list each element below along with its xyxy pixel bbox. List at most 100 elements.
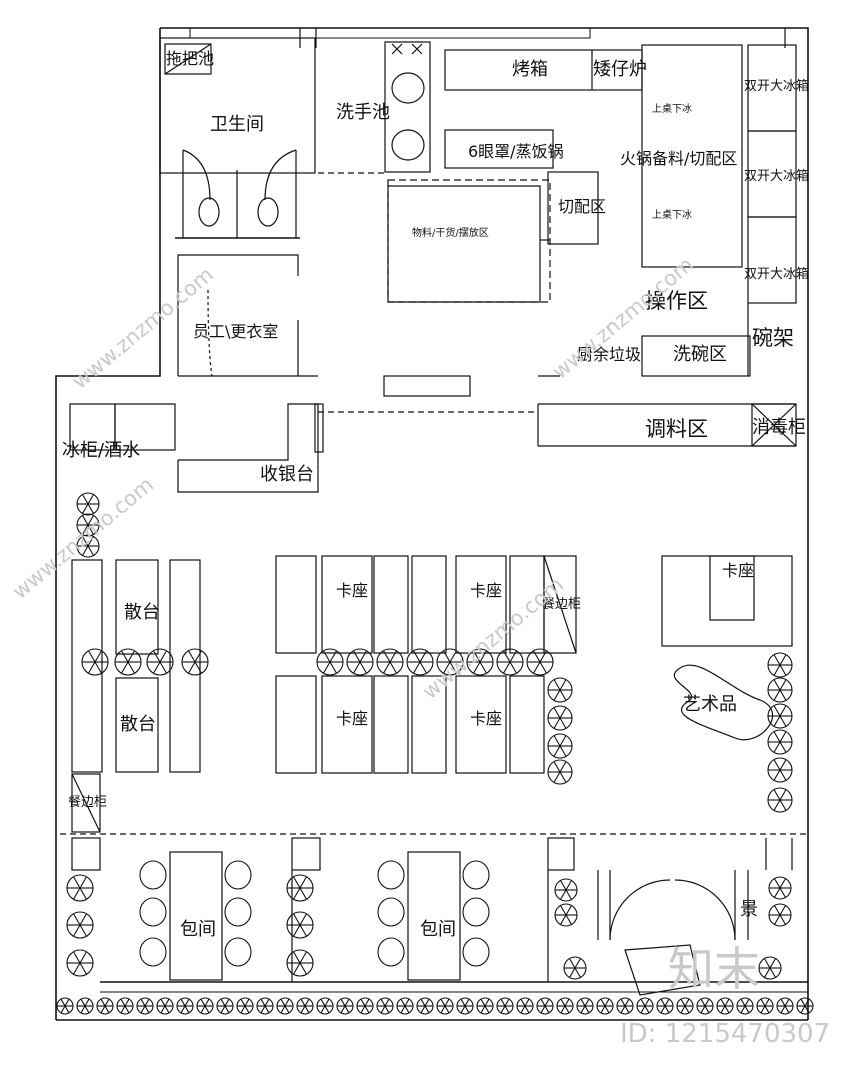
- plant: [76, 534, 100, 558]
- plant: [556, 997, 574, 1015]
- front-counter: [69, 403, 324, 493]
- plant: [356, 997, 374, 1015]
- plant: [136, 997, 154, 1015]
- side-cabinet-label-2: 餐边柜: [68, 794, 107, 810]
- plant: [196, 997, 214, 1015]
- booth-label-4: 卡座: [470, 709, 502, 728]
- hotpot-prep-label: 火锅备料/切配区: [620, 149, 737, 168]
- plant: [736, 997, 754, 1015]
- mop-sink-label: 拖把池: [166, 49, 214, 68]
- plant: [596, 997, 614, 1015]
- plant: [716, 997, 734, 1015]
- plant: [156, 997, 174, 1015]
- dishwash-label: 洗碗区: [673, 344, 727, 365]
- plant: [758, 956, 782, 980]
- kitchen-waste-label: 厨余垃圾: [577, 345, 641, 364]
- low-stove-label: 矮仔炉: [593, 59, 647, 80]
- watermark-brand: 知末: [668, 942, 760, 996]
- plant: [767, 757, 793, 783]
- operation-label: 操作区: [645, 289, 708, 313]
- plant: [181, 648, 209, 676]
- plant: [768, 903, 792, 927]
- plant: [476, 997, 494, 1015]
- plant: [547, 759, 573, 785]
- plant: [276, 997, 294, 1015]
- plant: [146, 648, 174, 676]
- plant: [376, 648, 404, 676]
- plant: [236, 997, 254, 1015]
- plant: [436, 648, 464, 676]
- chair: [139, 897, 167, 927]
- plant: [547, 705, 573, 731]
- loose-table-label-2: 散台: [120, 714, 156, 735]
- plant: [767, 729, 793, 755]
- plant: [96, 997, 114, 1015]
- chairs: [139, 860, 490, 967]
- plant: [768, 876, 792, 900]
- plant: [767, 787, 793, 813]
- landscape-label: 景: [740, 899, 758, 920]
- plant: [776, 997, 794, 1015]
- plant: [114, 648, 142, 676]
- chair: [224, 937, 252, 967]
- artwork-label: 艺术品: [683, 694, 737, 715]
- chair: [462, 937, 490, 967]
- chair: [377, 937, 405, 967]
- plant: [547, 677, 573, 703]
- plants: [56, 492, 814, 1015]
- oven-label: 烤箱: [512, 59, 548, 80]
- plant: [526, 648, 554, 676]
- plant: [66, 911, 94, 939]
- hand-wash-basins: [318, 41, 431, 174]
- plant: [286, 874, 314, 902]
- chair: [462, 860, 490, 890]
- fridge-label-3: 双开大冰箱: [744, 266, 809, 282]
- hood-rice-label: 6眼罩/蒸饭锅: [468, 142, 564, 161]
- plant: [416, 997, 434, 1015]
- booth-label-5: 卡座: [722, 561, 754, 580]
- plant: [286, 949, 314, 977]
- plant: [216, 997, 234, 1015]
- plant: [346, 648, 374, 676]
- plant: [66, 874, 94, 902]
- plant: [696, 997, 714, 1015]
- plant: [76, 513, 100, 537]
- plant: [636, 997, 654, 1015]
- plant: [76, 997, 94, 1015]
- restroom-label: 卫生间: [210, 114, 264, 135]
- plant: [563, 956, 587, 980]
- prep-cut-label: 切配区: [558, 197, 606, 216]
- plant: [466, 648, 494, 676]
- kitchen: [318, 44, 797, 447]
- plant: [496, 997, 514, 1015]
- plant: [316, 648, 344, 676]
- fridge-label-2: 双开大冰箱: [744, 168, 809, 184]
- plant: [616, 997, 634, 1015]
- under-counter-label-1: 上桌下冰: [652, 102, 692, 115]
- plant: [116, 997, 134, 1015]
- plant: [516, 997, 534, 1015]
- plant: [576, 997, 594, 1015]
- staff-locker-label: 员工\更衣室: [193, 322, 278, 341]
- booth-label-2: 卡座: [470, 581, 502, 600]
- plant: [286, 911, 314, 939]
- chair: [139, 937, 167, 967]
- chair: [224, 860, 252, 890]
- chair: [377, 897, 405, 927]
- under-counter-label-2: 上桌下冰: [652, 208, 692, 221]
- cashier-label: 收银台: [260, 464, 314, 485]
- plant: [767, 652, 793, 678]
- plant: [66, 949, 94, 977]
- chair: [224, 897, 252, 927]
- disinfect-label: 消毒柜: [752, 417, 806, 438]
- bowl-rack-label: 碗架: [752, 326, 794, 350]
- plant: [316, 997, 334, 1015]
- plant: [176, 997, 194, 1015]
- private-rooms: [71, 837, 808, 996]
- plant: [554, 903, 578, 927]
- seasoning-label: 调料区: [645, 417, 708, 441]
- plant: [496, 648, 524, 676]
- plant: [436, 997, 454, 1015]
- plant: [396, 997, 414, 1015]
